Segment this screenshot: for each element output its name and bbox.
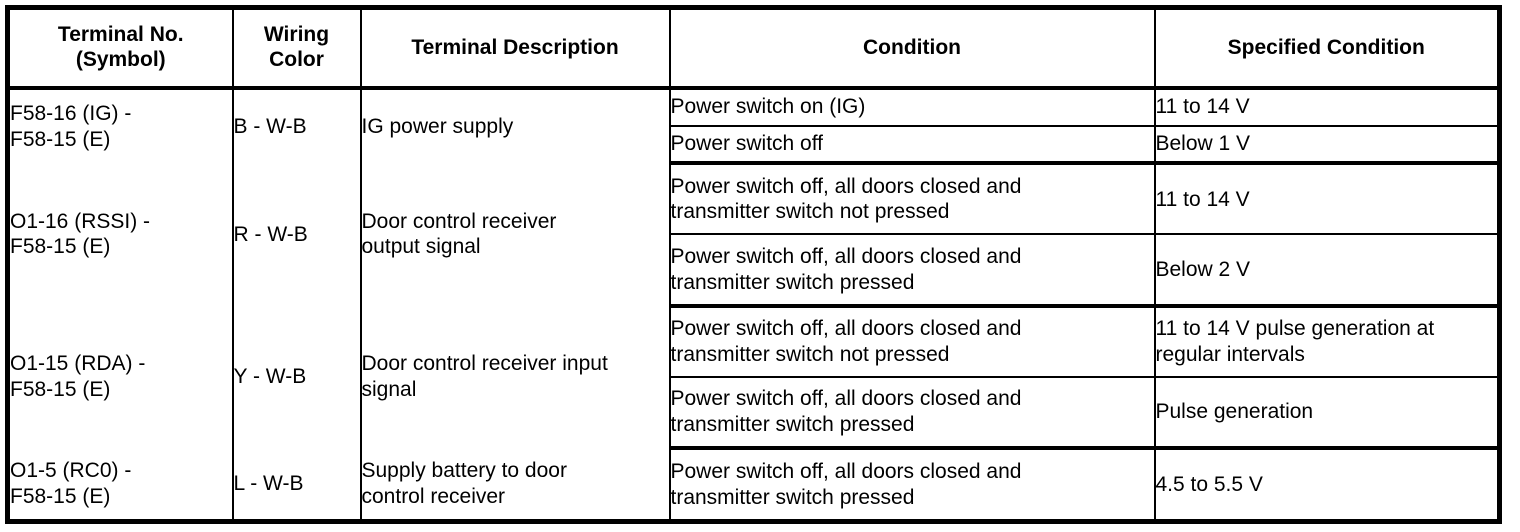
cell-specified-condition: Below 1 V <box>1153 125 1500 166</box>
header-row: Terminal No. (Symbol) Wiring Color Termi… <box>7 7 1500 90</box>
specified-line-2: regular intervals <box>1155 342 1305 366</box>
condition-line-2: transmitter switch pressed <box>670 413 915 437</box>
column-header-terminal-description: Terminal Description <box>359 7 671 90</box>
cell-wiring-color: B - W-B <box>231 88 362 164</box>
cell-terminal-description: IG power supply <box>359 88 671 164</box>
header-line-1: Condition <box>863 35 961 59</box>
cell-specified-condition: 4.5 to 5.5 V <box>1153 448 1500 522</box>
column-header-terminal-no: Terminal No. (Symbol) <box>7 7 234 90</box>
cell-specified-condition: 11 to 14 V pulse generation at regular i… <box>1153 305 1500 378</box>
condition-line-1: Power switch off, all doors closed and <box>670 459 1022 483</box>
cell-specified-condition: 11 to 14 V <box>1153 88 1500 127</box>
specified-line-1: 11 to 14 V <box>1155 95 1250 119</box>
header-line-1: Terminal No. <box>57 23 184 47</box>
table-header: Terminal No. (Symbol) Wiring Color Termi… <box>7 7 1500 90</box>
terminal-line-2: F58-15 (E) <box>10 235 111 259</box>
header-line-1: Terminal Description <box>411 35 619 59</box>
specified-line-1: Pulse generation <box>1155 400 1314 424</box>
header-line-2: (Symbol) <box>75 48 166 71</box>
cell-wiring-color: L - W-B <box>231 448 362 522</box>
table-row: Power switch off Below 1 V <box>8 125 1500 166</box>
cell-wiring-color: Y - W-B <box>231 305 362 449</box>
cell-terminal-description: Supply battery to door control receiver <box>359 448 671 522</box>
cell-condition: Power switch off, all doors closed and t… <box>669 234 1156 308</box>
cell-wiring-color: R - W-B <box>231 163 362 306</box>
table-row: O1-5 (RC0) - F58-15 (E) L - W-B Supply b… <box>7 448 1500 522</box>
table-row: F58-16 (IG) - F58-15 (E) B - W-B IG powe… <box>7 88 1500 164</box>
specified-line-1: 11 to 14 V <box>1155 187 1250 211</box>
description-line-1: Door control receiver input <box>361 352 608 376</box>
specified-line-1: Below 2 V <box>1155 257 1251 281</box>
specified-line-1: 11 to 14 V pulse generation at <box>1155 317 1435 341</box>
condition-line-1: Power switch off, all doors closed and <box>670 387 1022 411</box>
header-line-1: Specified Condition <box>1227 35 1425 59</box>
description-line-1: Door control receiver <box>361 209 557 233</box>
condition-line-2: transmitter switch pressed <box>670 270 915 294</box>
terminal-inspection-table: Terminal No. (Symbol) Wiring Color Termi… <box>5 5 1502 524</box>
condition-line-1: Power switch off, all doors closed and <box>670 174 1022 198</box>
table-row: Power switch off, all doors closed and t… <box>8 376 1500 451</box>
specified-line-1: 4.5 to 5.5 V <box>1155 472 1263 496</box>
cell-specified-condition: Below 2 V <box>1153 234 1500 308</box>
cell-terminal-description: Door control receiver input signal <box>359 305 671 449</box>
cell-condition: Power switch off, all doors closed and t… <box>668 448 1156 522</box>
cell-specified-condition: 11 to 14 V <box>1153 163 1500 236</box>
cell-condition: Power switch off, all doors closed and t… <box>668 163 1156 236</box>
description-line-1: IG power supply <box>361 114 514 138</box>
condition-line-1: Power switch off <box>670 132 824 156</box>
condition-line-1: Power switch off, all doors closed and <box>670 317 1022 341</box>
cell-terminal-no: O1-15 (RDA) - F58-15 (E) <box>7 305 234 449</box>
cell-specified-condition: Pulse generation <box>1153 376 1500 451</box>
terminal-line-1: O1-5 (RC0) - <box>10 458 132 482</box>
column-header-condition: Condition <box>668 7 1156 90</box>
condition-line-2: transmitter switch not pressed <box>670 200 950 224</box>
description-line-2: control receiver <box>361 484 506 508</box>
column-header-wiring-color: Wiring Color <box>231 7 362 90</box>
terminal-line-1: F58-16 (IG) - <box>10 101 132 125</box>
condition-line-1: Power switch off, all doors closed and <box>670 244 1022 268</box>
column-header-specified-condition: Specified Condition <box>1153 7 1500 90</box>
table-row: O1-16 (RSSI) - F58-15 (E) R - W-B Door c… <box>7 163 1500 306</box>
cell-condition: Power switch off, all doors closed and t… <box>669 376 1156 451</box>
terminal-line-1: O1-15 (RDA) - <box>10 352 146 376</box>
description-line-2: output signal <box>361 235 481 259</box>
cell-condition: Power switch off, all doors closed and t… <box>668 305 1156 378</box>
cell-condition: Power switch on (IG) <box>668 88 1156 127</box>
header-line-1: Wiring <box>263 23 330 47</box>
specified-line-1: Below 1 V <box>1155 132 1251 156</box>
condition-line-2: transmitter switch pressed <box>670 485 915 509</box>
cell-terminal-no: O1-5 (RC0) - F58-15 (E) <box>7 448 234 522</box>
terminal-line-1: O1-16 (RSSI) - <box>10 209 151 233</box>
table-body: F58-16 (IG) - F58-15 (E) B - W-B IG powe… <box>7 88 1500 522</box>
terminal-line-2: F58-15 (E) <box>10 377 111 401</box>
terminal-line-2: F58-15 (E) <box>10 127 111 151</box>
terminal-line-2: F58-15 (E) <box>10 484 111 508</box>
description-line-2: signal <box>361 377 417 401</box>
header-line-2: Color <box>269 48 324 71</box>
cell-terminal-no: O1-16 (RSSI) - F58-15 (E) <box>7 163 234 306</box>
table-row: O1-15 (RDA) - F58-15 (E) Y - W-B Door co… <box>7 305 1500 449</box>
cell-terminal-description: Door control receiver output signal <box>359 163 671 306</box>
cell-terminal-no: F58-16 (IG) - F58-15 (E) <box>7 88 234 164</box>
table-row: Power switch off, all doors closed and t… <box>8 234 1500 308</box>
condition-line-2: transmitter switch not pressed <box>670 342 950 366</box>
description-line-1: Supply battery to door <box>361 458 567 482</box>
cell-condition: Power switch off <box>669 125 1156 166</box>
condition-line-1: Power switch on (IG) <box>670 95 866 119</box>
